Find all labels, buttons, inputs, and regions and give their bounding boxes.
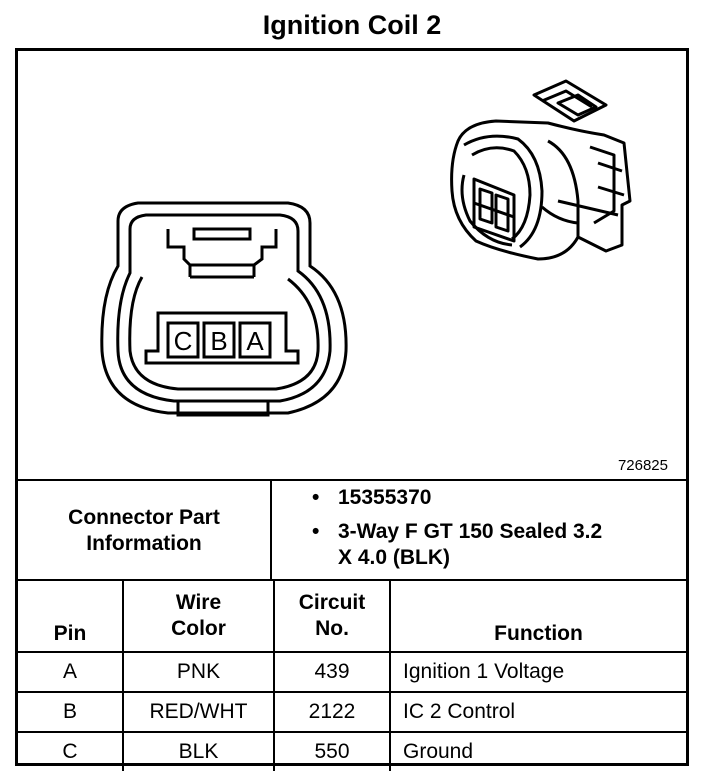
connector-part-information: Connector Part Information • 15355370 • … (18, 479, 686, 581)
wire-color-cell: BLK (122, 731, 275, 771)
connector-face-view (100, 201, 348, 417)
connector-info-values: • 15355370 • 3-Way F GT 150 Sealed 3.2 X… (274, 481, 686, 581)
circuit-cell: 439 (273, 651, 391, 693)
pin-cell: B (18, 691, 124, 733)
header-wire-color: Wire Color (122, 579, 275, 653)
connector-info-label: Connector Part Information (18, 481, 272, 581)
function-cell: Ignition 1 Voltage (389, 651, 686, 693)
header-pin: Pin (18, 579, 124, 653)
diagram-frame: C B A (15, 48, 689, 771)
connector-3d-view (450, 79, 632, 261)
pin-table-header: Pin Wire Color Circuit No. Function (18, 579, 686, 653)
figure-number: 726825 (617, 457, 668, 474)
header-circuit-line2: No. (315, 617, 349, 640)
pin-cell: A (18, 651, 124, 693)
wire-color-cell: RED/WHT (122, 691, 275, 733)
connector-drawing: C B A (100, 79, 632, 417)
function-cell: IC 2 Control (389, 691, 686, 733)
diagram-title: Ignition Coil 2 (262, 10, 442, 40)
connector-illustration: C B A (18, 51, 686, 479)
header-wire-color-line2: Color (171, 617, 226, 640)
header-circuit-no: Circuit No. (273, 579, 391, 653)
connector-info-label-line1: Connector Part (68, 506, 220, 529)
connector-description-line2: X 4.0 (BLK) (338, 546, 451, 569)
bullet-icon: • (312, 486, 320, 509)
part-number: 15355370 (338, 486, 432, 509)
circuit-cell: 550 (273, 731, 391, 771)
table-row: B RED/WHT 2122 IC 2 Control (18, 691, 686, 733)
cavity-label-a: A (246, 326, 264, 356)
bullet-icon: • (312, 520, 320, 543)
cavity-label-c: C (174, 326, 193, 356)
connector-description-line1: 3-Way F GT 150 Sealed 3.2 (338, 520, 603, 543)
cavity-labels: C B A (166, 321, 272, 359)
circuit-cell: 2122 (273, 691, 391, 733)
wire-color-cell: PNK (122, 651, 275, 693)
header-wire-color-line1: Wire (175, 591, 222, 614)
header-circuit-line1: Circuit (298, 591, 366, 614)
table-row: A PNK 439 Ignition 1 Voltage (18, 651, 686, 693)
cavity-label-b: B (210, 326, 227, 356)
table-row: C BLK 550 Ground (18, 731, 686, 771)
pin-table: Pin Wire Color Circuit No. Function A PN… (18, 579, 686, 771)
function-cell: Ground (389, 731, 686, 771)
pin-cell: C (18, 731, 124, 771)
header-function: Function (389, 579, 686, 653)
connector-info-label-line2: Information (86, 532, 202, 555)
